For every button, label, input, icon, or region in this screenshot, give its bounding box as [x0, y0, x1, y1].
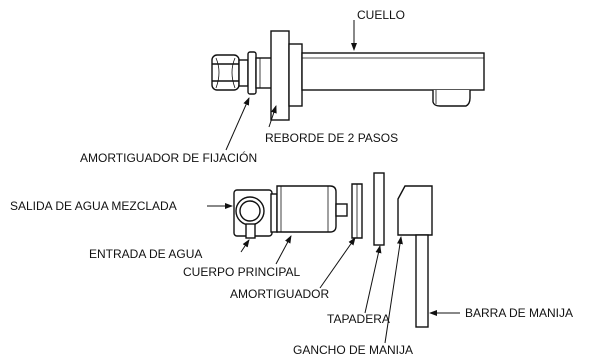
spout-neck-shape — [301, 52, 485, 107]
handle-hook-shape — [397, 185, 433, 236]
leader-tapadera — [364, 245, 382, 314]
label-amortiguador: AMORTIGUADOR — [230, 287, 330, 301]
fixing-nut-shape — [211, 54, 240, 91]
label-reborde-2-pasos: REBORDE DE 2 PASOS — [265, 131, 399, 145]
label-barra-manija: BARRA DE MANIJA — [465, 306, 574, 320]
cover-plate-shape — [373, 172, 385, 246]
fixing-damper-shape — [238, 51, 273, 95]
label-cuerpo-principal: CUERPO PRINCIPAL — [183, 265, 301, 279]
leader-amortiguador — [319, 237, 356, 289]
two-step-flange-shape — [270, 30, 303, 121]
handle-bar-shape — [415, 234, 429, 328]
label-cuello: CUELLO — [357, 8, 406, 22]
leader-amortiguador-fijacion — [225, 97, 250, 151]
mixed-water-outlet-shape — [233, 189, 273, 239]
leader-gancho-manija — [384, 236, 403, 344]
leader-reborde — [268, 105, 277, 128]
label-tapadera: TAPADERA — [327, 312, 390, 326]
main-body-shape — [270, 185, 348, 233]
label-salida-agua-mezclada: SALIDA DE AGUA MEZCLADA — [10, 199, 177, 213]
leader-cuerpo-principal — [275, 235, 292, 265]
label-amortiguador-fijacion: AMORTIGUADOR DE FIJACIÓN — [80, 151, 258, 165]
label-gancho-manija: GANCHO DE MANIJA — [293, 343, 414, 357]
damper-ring-shape — [351, 183, 363, 239]
label-entrada-agua: ENTRADA DE AGUA — [89, 247, 203, 261]
leader-entrada-agua — [240, 239, 250, 253]
